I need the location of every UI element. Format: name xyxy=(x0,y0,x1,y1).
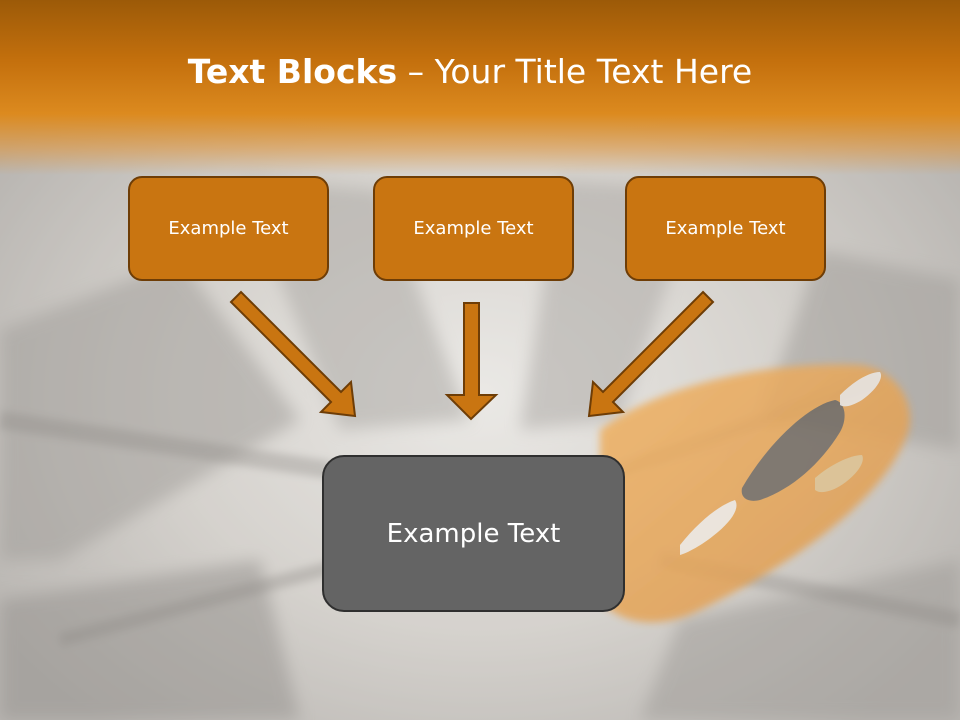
text-block-2-label: Example Text xyxy=(413,218,534,239)
text-block-2[interactable]: Example Text xyxy=(373,176,574,281)
text-block-1[interactable]: Example Text xyxy=(128,176,329,281)
text-block-3-label: Example Text xyxy=(665,218,786,239)
title-rest-text: Your Title Text Here xyxy=(434,52,753,91)
arrow-down-right-icon xyxy=(229,290,357,418)
text-block-3[interactable]: Example Text xyxy=(625,176,826,281)
title-bold-text: Text Blocks xyxy=(187,52,398,91)
header-band xyxy=(0,0,960,175)
summary-text-block[interactable]: Example Text xyxy=(322,455,625,612)
slide-title: Text Blocks – Your Title Text Here xyxy=(0,52,940,91)
title-dash: – xyxy=(397,52,435,91)
arrow-down-left-icon xyxy=(587,290,715,418)
taxi-image xyxy=(600,364,910,623)
arrow-down-icon xyxy=(444,302,499,421)
summary-text-block-label: Example Text xyxy=(386,518,561,549)
text-block-1-label: Example Text xyxy=(168,218,289,239)
